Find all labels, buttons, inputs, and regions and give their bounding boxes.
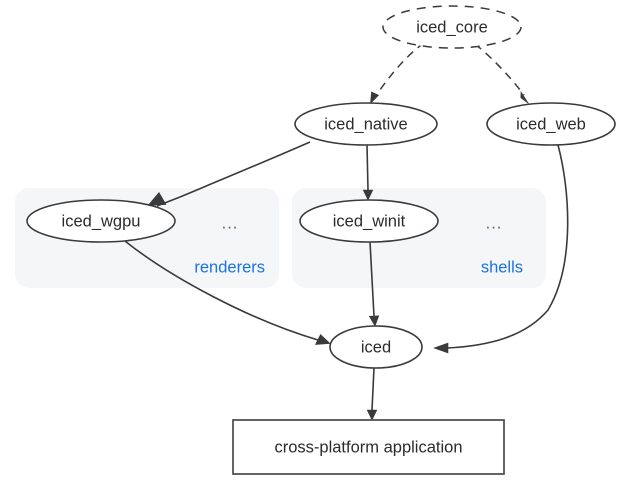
node-iced-wgpu-shape[interactable] bbox=[26, 199, 176, 243]
cluster-shells-label: shells bbox=[481, 258, 523, 276]
node-cross-platform-application-label: cross-platform application bbox=[275, 438, 463, 456]
edge-line bbox=[446, 144, 569, 349]
node-iced-native-label: iced_native bbox=[324, 115, 407, 133]
node-iced-native[interactable]: iced_native bbox=[294, 102, 438, 146]
node-iced-winit-shape[interactable] bbox=[299, 199, 439, 243]
node-iced-wgpu-label: iced_wgpu bbox=[62, 212, 141, 230]
edge-iced-to-cross-platform-application bbox=[366, 367, 378, 421]
edge-line bbox=[474, 43, 525, 96]
node-iced-wgpu[interactable]: iced_wgpu bbox=[26, 199, 176, 243]
node-iced-web[interactable]: iced_web bbox=[486, 102, 616, 146]
edge-iced-web-to-iced bbox=[433, 144, 569, 354]
node-iced-core-label: iced_core bbox=[416, 18, 488, 36]
node-iced-winit-label: iced_winit bbox=[333, 212, 406, 230]
arrowhead-icon bbox=[433, 342, 449, 354]
node-cross-platform-application-shape[interactable] bbox=[232, 419, 505, 475]
node-iced[interactable]: iced bbox=[329, 325, 423, 369]
edge-line bbox=[124, 240, 319, 341]
arrowhead-icon bbox=[314, 334, 331, 345]
node-iced-core[interactable]: iced_core bbox=[382, 5, 522, 49]
node-iced-winit[interactable]: iced_winit bbox=[299, 199, 439, 243]
node-iced-web-shape[interactable] bbox=[486, 102, 616, 146]
edge-line bbox=[179, 141, 311, 198]
node-cross-platform-application[interactable]: cross-platform application bbox=[232, 419, 505, 475]
arrowhead-icon bbox=[520, 91, 529, 104]
node-iced-shape[interactable] bbox=[329, 325, 423, 369]
edge-line bbox=[369, 241, 375, 317]
arrowhead-icon bbox=[147, 191, 167, 206]
edge-iced-wgpu-to-iced bbox=[124, 240, 331, 345]
edge-line-tail bbox=[156, 196, 181, 207]
cluster-shells-ellipsis: ... bbox=[486, 214, 503, 232]
arrowhead-icon bbox=[368, 315, 380, 327]
node-iced-web-label: iced_web bbox=[516, 115, 586, 133]
edge-line bbox=[366, 144, 369, 191]
edge-iced-winit-to-iced bbox=[368, 241, 380, 327]
arrowhead-icon bbox=[362, 189, 374, 201]
edge-iced-core-to-iced-native bbox=[370, 42, 425, 105]
node-iced-label: iced bbox=[361, 338, 391, 356]
node-iced-native-shape[interactable] bbox=[294, 102, 438, 146]
cluster-renderers-label: renderers bbox=[194, 258, 265, 276]
edge-iced-native-to-iced-winit bbox=[362, 144, 374, 201]
edge-iced-core-to-iced-web bbox=[474, 43, 529, 104]
arrowhead-icon bbox=[366, 409, 378, 421]
arrowhead-icon bbox=[370, 91, 380, 105]
cluster-renderers-ellipsis: ... bbox=[222, 214, 239, 232]
edge-iced-native-to-iced-wgpu bbox=[147, 141, 311, 207]
edge-line bbox=[374, 42, 425, 98]
edge-line bbox=[371, 367, 375, 411]
node-iced-core-shape[interactable] bbox=[382, 5, 522, 49]
